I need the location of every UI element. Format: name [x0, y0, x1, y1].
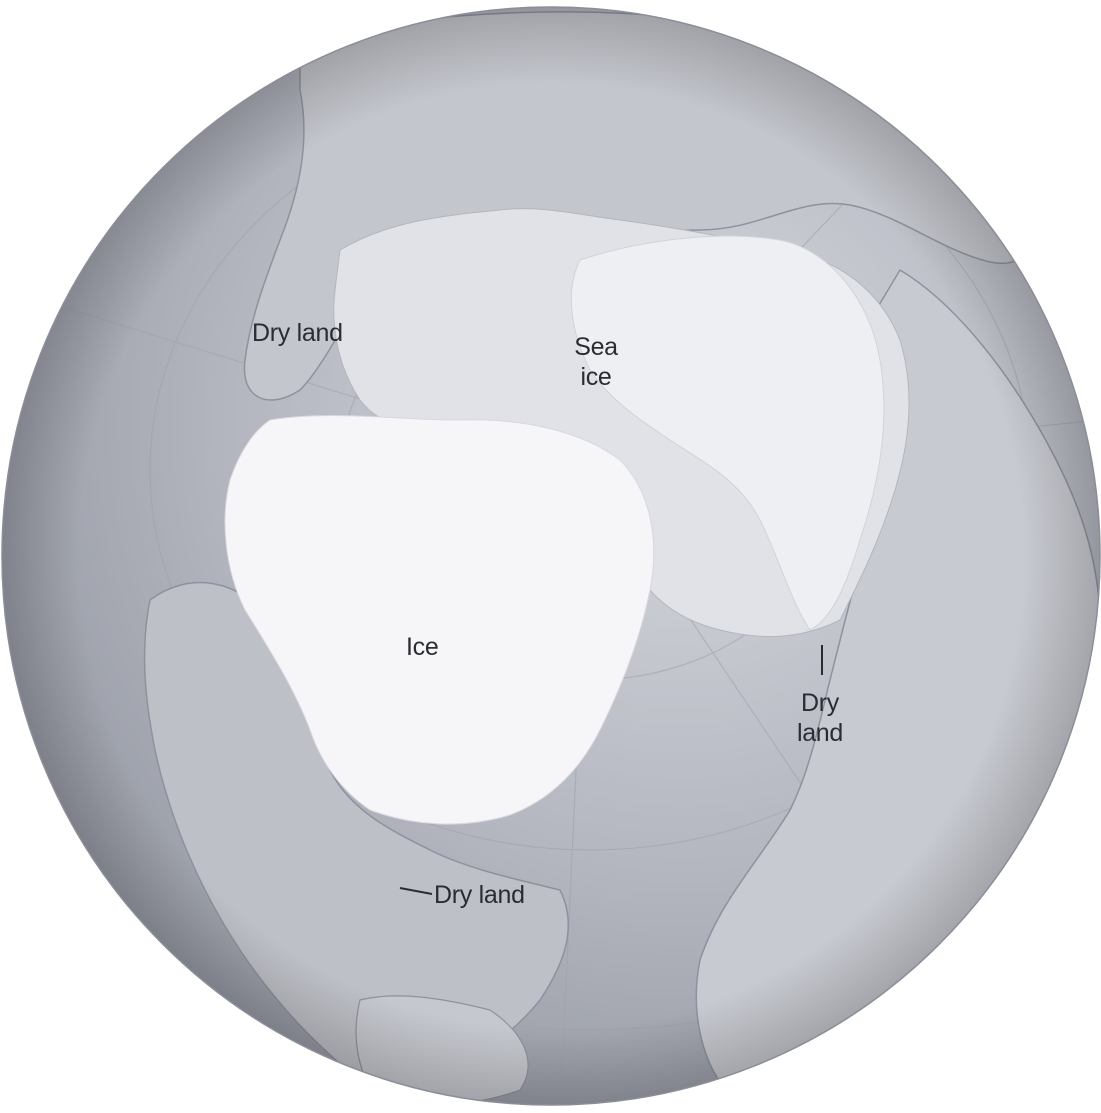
label-dry-land-northwest: Dry land [252, 319, 343, 347]
label-ice: Ice [406, 633, 439, 661]
pointer-line-dry-land-south [399, 887, 433, 895]
globe-outline [1, 6, 1101, 1106]
label-dry-land-east: Dry land [796, 689, 844, 747]
label-sea-ice: Sea ice [574, 333, 618, 391]
label-dry-land-south: Dry land [434, 881, 525, 909]
